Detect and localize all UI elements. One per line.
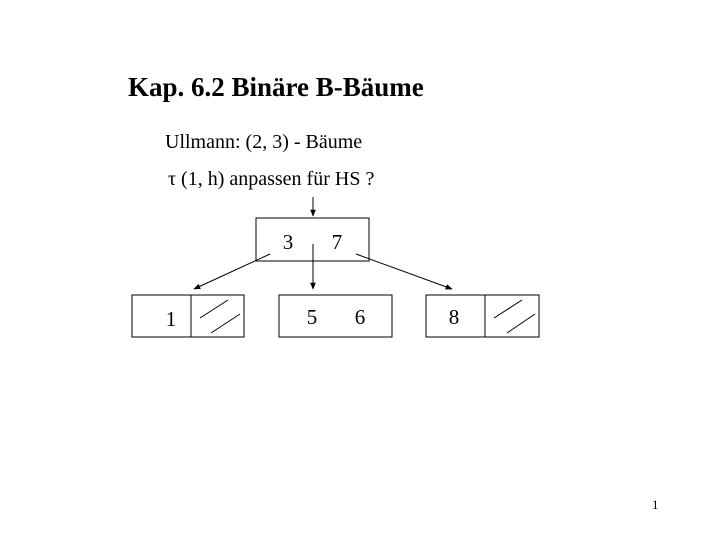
slide-title: Kap. 6.2 Binäre B-Bäume — [128, 72, 424, 102]
child-2-key-1: 5 — [307, 305, 318, 329]
child-2-key-2: 6 — [355, 305, 366, 329]
child-node-2: 5 6 — [278, 294, 393, 338]
child-3-key: 8 — [449, 305, 460, 329]
subtitle-ullmann: Ullmann: (2, 3) - Bäume — [165, 131, 363, 153]
subtitle-tau: τ (1, h) anpassen für HS ? — [168, 168, 375, 190]
root-key-2: 7 — [332, 230, 343, 254]
root-key-1: 3 — [283, 230, 294, 254]
empty-slot-hatch-1 — [199, 299, 241, 334]
child-1-key: 1 — [166, 307, 177, 331]
edge-left — [193, 253, 271, 290]
child-node-3: 8 — [425, 294, 540, 338]
page-number: 1 — [652, 497, 659, 512]
empty-slot-hatch-3 — [493, 299, 536, 334]
child-node-1: 1 — [131, 294, 245, 338]
edge-right — [355, 253, 453, 290]
